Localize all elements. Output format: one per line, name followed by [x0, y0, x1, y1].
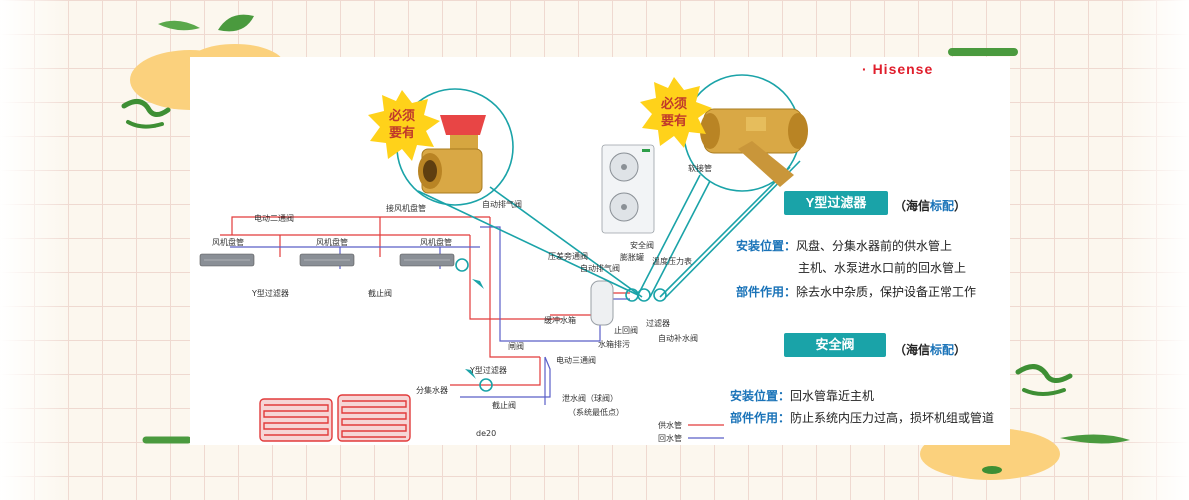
bottom-left-leaf-decoration [142, 436, 192, 444]
safety-valve-badge: 安全阀 [784, 333, 886, 357]
label-connect-pipe: 软接管 [688, 164, 712, 173]
label-stop-valve-left: 截止阀 [368, 289, 392, 298]
label-y-filter-bottom: Y型过滤器 [470, 366, 507, 375]
label-safety-valve-small: 安全阀 [630, 241, 654, 250]
label-expansion-tank: 膨胀罐 [620, 253, 644, 262]
label-electric-three-way: 电动三通阀 [556, 356, 596, 365]
label-fan-coil-2: 风机盘管 [316, 238, 348, 247]
safety-valve-function: 部件作用：防止系统内压力过高，损坏机组或管道 [730, 411, 995, 425]
safety-valve-note: （海信标配） [894, 343, 967, 357]
label-thermo-pressure: 温度压力表 [652, 257, 692, 266]
label-lowest-point: （系统最低点） [568, 408, 624, 417]
burst-right-text: 必须要有 [660, 96, 687, 128]
pointer-arrows [465, 279, 484, 379]
burst-left-text: 必须要有 [388, 108, 415, 140]
label-bypass: 压差旁通阀 [548, 252, 588, 261]
label-tank-drain: 水箱排污 [598, 340, 630, 349]
label-gate-valve: 闸阀 [508, 342, 524, 351]
label-pipe-size: de20 [476, 429, 497, 438]
safety-valve-position: 安装位置：回水管靠近主机 [730, 389, 875, 403]
label-electric-two-way: 电动二通阀 [254, 214, 294, 223]
y-filter-note: （海信标配） [894, 199, 967, 213]
y-filter-illustration [700, 108, 808, 187]
label-fan-coil-pipe: 接风机盘管 [386, 204, 426, 213]
label-y-filter-left: Y型过滤器 [252, 289, 289, 298]
y-filter-function: 部件作用：除去水中杂质，保护设备正常工作 [736, 285, 977, 299]
label-fan-coil-1: 风机盘管 [212, 238, 244, 247]
outdoor-unit [601, 144, 655, 234]
label-filter: 过滤器 [646, 319, 670, 328]
diagram-panel: · Hisense 必须要有 必须要有 电动二通阀 接风机盘管 风机盘管 风机盘… [190, 57, 1010, 445]
y-filter-position: 安装位置：风盘、分集水器前的供水管上 [736, 239, 953, 253]
burst-right-shape [640, 77, 712, 148]
label-auto-makeup: 自动补水阀 [658, 334, 698, 343]
piping-diagram [199, 74, 808, 442]
left-edge-fade [0, 0, 70, 500]
label-stop-valve-bottom: 截止阀 [492, 401, 516, 410]
buffer-tank [590, 280, 614, 326]
label-check-valve: 止回阀 [614, 326, 638, 335]
left-squiggle-decoration [121, 99, 171, 129]
label-auto-vent2: 自动排气阀 [580, 264, 620, 273]
right-squiggle-decoration [1015, 364, 1073, 396]
label-drain-valve: 泄水阀（球阀） [562, 394, 618, 403]
top-right-bar-decoration [948, 48, 1018, 56]
burst-left-shape [368, 90, 440, 161]
legend-return-label: 回水管 [658, 434, 682, 443]
right-edge-fade [1119, 0, 1189, 500]
label-manifold: 分集水器 [416, 386, 448, 395]
brand-logo: · Hisense [862, 61, 934, 77]
y-filter-badge: Y型过滤器 [784, 191, 888, 215]
label-fan-coil-3: 风机盘管 [420, 238, 452, 247]
label-buffer-tank: 缓冲水箱 [544, 316, 576, 325]
safety-valve-illustration [418, 115, 486, 194]
legend-supply-label: 供水管 [658, 421, 682, 430]
label-auto-vent: 自动排气阀 [482, 200, 522, 209]
floor-heating-coils [259, 394, 411, 442]
y-filter-position-2: 主机、水泵进水口前的回水管上 [798, 261, 967, 275]
